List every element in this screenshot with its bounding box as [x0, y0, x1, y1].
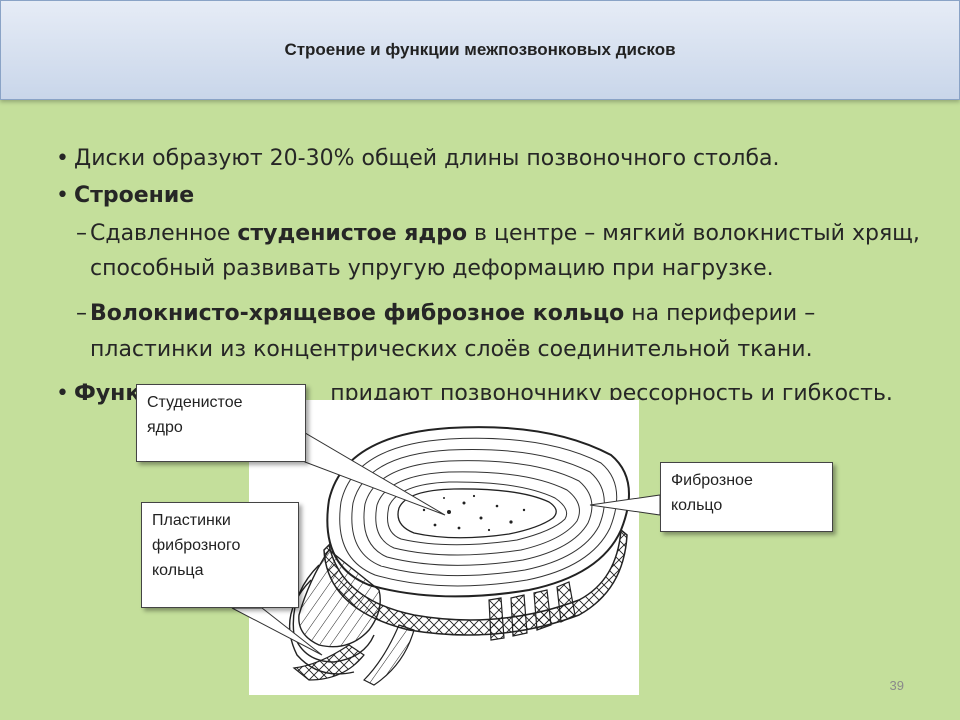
- callout-line: кольца: [152, 561, 204, 579]
- sub-text-post: на периферии – пластинки из концентричес…: [90, 301, 816, 362]
- sub-text-post: в центре – мягкий волокнистый хрящ, спос…: [90, 221, 920, 282]
- callout-ring: Фиброзное кольцо: [660, 462, 833, 532]
- dash: –: [76, 301, 87, 327]
- sub-bullet-ring: – Волокнисто-хрящевое фиброзное кольцо н…: [56, 296, 926, 366]
- sub-text-bold: Волокнисто-хрящевое фиброзное кольцо: [90, 301, 625, 327]
- slide-title: Строение и функции межпозвонковых дисков: [284, 40, 676, 59]
- callout-line: ядро: [147, 418, 183, 436]
- intervertebral-disc-drawing: [288, 426, 630, 686]
- callout-line: Фиброзное: [671, 472, 753, 489]
- slide-content: Диски образуют 20-30% общей длины позвон…: [56, 142, 926, 414]
- bullet-heading: Строение: [74, 183, 195, 208]
- sub-bullet-nucleus: – Сдавленное студенистое ядро в центре –…: [56, 216, 926, 286]
- bullet-text: Диски образуют 20-30% общей длины позвон…: [74, 146, 780, 171]
- callout-line: фиброзного: [152, 536, 241, 554]
- callout-line: Студенистое: [147, 394, 243, 411]
- callout-nucleus: Студенистое ядро: [136, 384, 306, 462]
- disc-illustration: [249, 400, 639, 695]
- sub-text-bold: студенистое ядро: [237, 221, 468, 246]
- callout-plates: Пластинки фиброзного кольца: [141, 502, 299, 608]
- bullet-heading-partial: Функ: [74, 380, 141, 406]
- sub-text-pre: Сдавленное: [90, 221, 238, 246]
- dash: –: [76, 221, 87, 246]
- callout-line: кольцо: [671, 496, 723, 514]
- bullet-disc-length: Диски образуют 20-30% общей длины позвон…: [56, 142, 926, 175]
- slide-header: Строение и функции межпозвонковых дисков: [0, 0, 960, 100]
- slide-number: 39: [889, 678, 904, 693]
- bullet-structure: Строение: [56, 179, 926, 212]
- callout-line: Пластинки: [152, 512, 231, 529]
